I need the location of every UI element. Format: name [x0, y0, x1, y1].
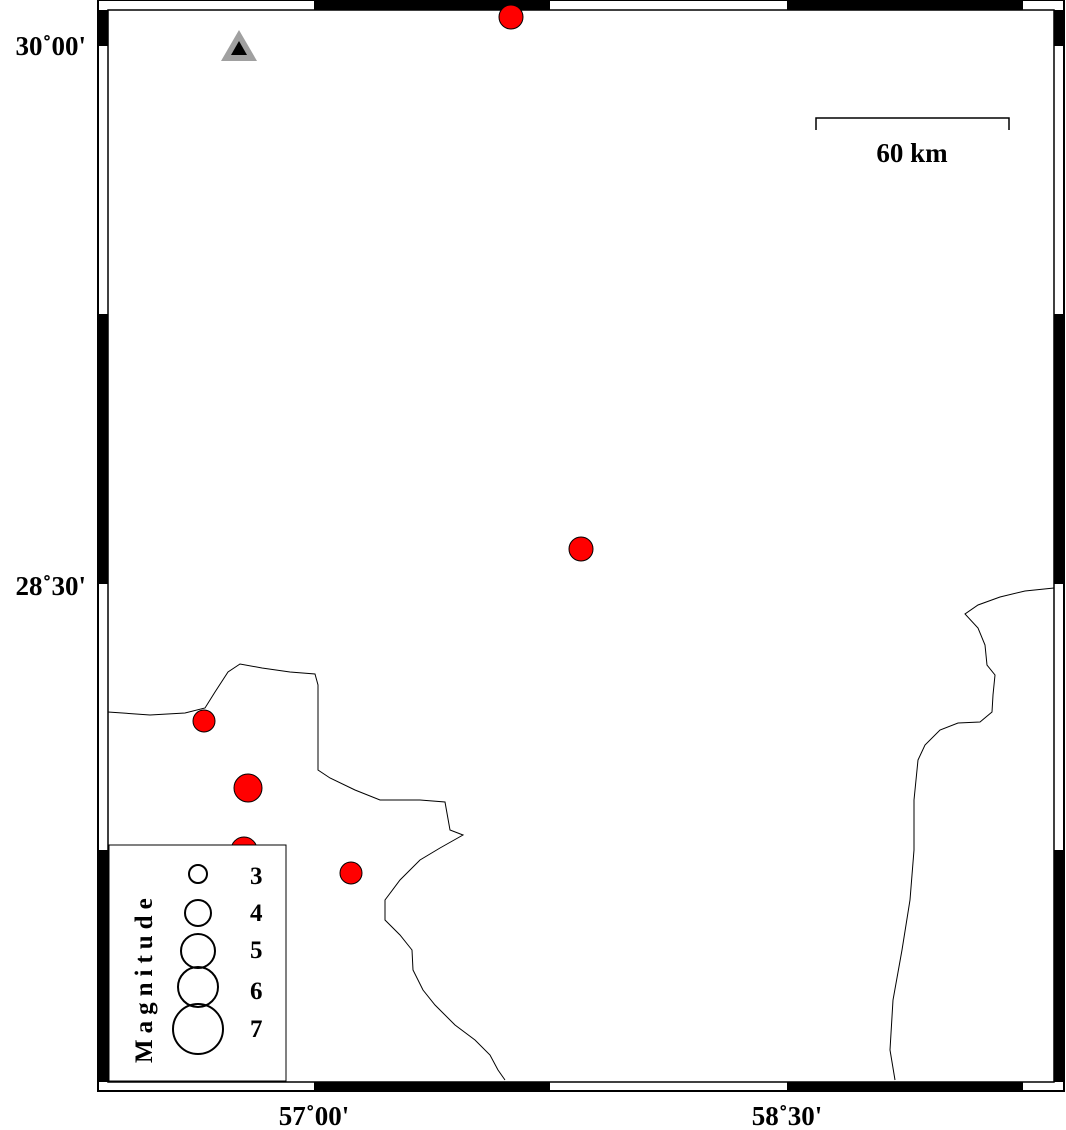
- legend-box: [108, 844, 287, 1082]
- lon-label-58-30: 58˚30': [752, 1101, 823, 1130]
- legend-items: 3 4 5 6 7: [172, 863, 263, 1055]
- legend-label: 4: [250, 900, 263, 927]
- earthquake-event: [233, 773, 263, 803]
- magnitude-legend: Magnitude 3 4 5 6 7: [108, 844, 287, 1082]
- legend-label: 3: [250, 863, 263, 890]
- coastline: [107, 587, 1055, 1081]
- legend-label: 7: [250, 1016, 263, 1043]
- coastline-west: [107, 663, 506, 1081]
- earthquake-event: [498, 4, 524, 30]
- lat-label-28-30: 28˚30': [16, 571, 87, 601]
- station-triangle-icon: [221, 30, 257, 61]
- legend-circle-icon: [184, 899, 212, 927]
- legend-title: Magnitude: [131, 892, 158, 1063]
- legend-circle-icon: [188, 864, 208, 884]
- map-frame: [97, 0, 1065, 1092]
- earthquake-event: [568, 536, 594, 562]
- legend-circle-icon: [177, 966, 219, 1008]
- scale-bar: 60 km: [815, 117, 1010, 168]
- legend-circle-icon: [172, 1003, 224, 1055]
- legend-label: 6: [250, 978, 263, 1005]
- scale-bar-label: 60 km: [876, 138, 948, 168]
- legend-label: 5: [250, 937, 263, 964]
- lat-label-30-00: 30˚00': [16, 31, 87, 61]
- coastline-east: [889, 587, 1055, 1081]
- lon-label-57-00: 57˚00': [279, 1101, 350, 1130]
- earthquake-event: [192, 709, 216, 733]
- earthquake-event: [339, 861, 363, 885]
